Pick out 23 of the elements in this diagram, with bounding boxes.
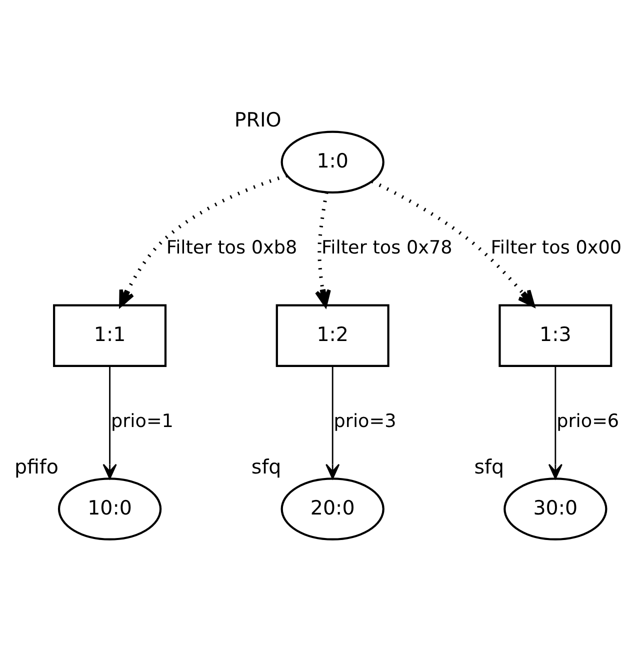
node-box: 1:1 [53,304,167,366]
node-label: PRIO [234,108,282,131]
edge-label: Filter tos 0xb8 [166,237,298,258]
edge-label: Filter tos 0x78 [321,237,452,258]
node-box: 1:2 [276,304,390,366]
node-ellipse: 10:0 [58,477,162,540]
arrow [102,365,117,479]
arrow [326,365,340,479]
node-ellipse: 30:0 [504,477,608,540]
node-box: 1:3 [498,304,612,366]
node-label: pfifo [14,454,58,478]
arrow [119,173,288,306]
node-ellipse: 1:0 [280,130,384,193]
node-label: sfq [474,454,504,478]
arrow [371,179,535,306]
edge-label: prio=3 [334,410,396,432]
edge-label: Filter tos 0x00 [490,237,622,258]
arrow [314,192,331,306]
node-ellipse: 20:0 [280,477,384,540]
arrow [548,365,562,479]
edge-label: prio=1 [110,410,174,432]
node-label: sfq [251,454,282,478]
edge-label: prio=6 [556,410,620,432]
